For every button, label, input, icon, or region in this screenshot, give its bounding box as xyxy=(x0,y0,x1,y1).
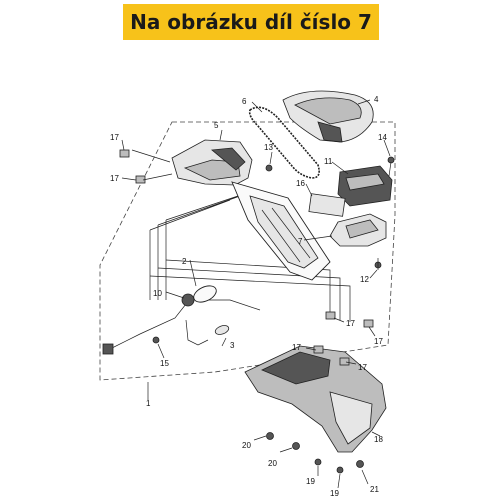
callout-17-f: 17 xyxy=(358,363,367,372)
part-7-cover xyxy=(329,213,387,247)
callout-18: 18 xyxy=(374,435,383,444)
part-15-connector xyxy=(102,343,114,355)
callout-7: 7 xyxy=(298,237,303,246)
callout-20-b: 20 xyxy=(268,459,277,468)
part-4-lens xyxy=(282,90,374,143)
callout-17-c: 17 xyxy=(346,319,355,328)
part-2-bulb xyxy=(193,285,217,303)
callout-19-b: 19 xyxy=(330,489,339,498)
callout-17-d: 17 xyxy=(374,337,383,346)
part-11-license-lamp xyxy=(337,165,393,207)
callout-3: 3 xyxy=(230,341,235,350)
part-17-clips xyxy=(119,149,374,366)
callout-4: 4 xyxy=(374,95,379,104)
assembly-outline xyxy=(99,121,396,381)
part-6-gasket xyxy=(248,106,320,179)
callout-17-b: 17 xyxy=(110,174,119,183)
license-lamp-lens xyxy=(308,193,346,217)
callout-16: 16 xyxy=(296,179,305,188)
callout-12: 12 xyxy=(360,275,369,284)
callout-11: 11 xyxy=(324,157,333,166)
wire-harness xyxy=(149,191,351,322)
leader-lines xyxy=(121,99,391,489)
callout-21: 21 xyxy=(370,485,379,494)
callout-2: 2 xyxy=(182,257,187,266)
part-16-license-bracket xyxy=(231,181,331,281)
fasteners xyxy=(152,156,395,474)
callout-17-a: 17 xyxy=(110,133,119,142)
callout-15: 15 xyxy=(160,359,169,368)
part-10-socket xyxy=(181,293,195,307)
title-banner: Na obrázku díl číslo 7 xyxy=(123,4,379,40)
callout-5: 5 xyxy=(214,121,219,130)
callout-6: 6 xyxy=(242,97,247,106)
banner-title: Na obrázku díl číslo 7 xyxy=(130,10,372,34)
callout-14: 14 xyxy=(378,133,387,142)
callout-19-a: 19 xyxy=(306,477,315,486)
callout-10: 10 xyxy=(153,289,162,298)
callout-20-a: 20 xyxy=(242,441,251,450)
turn-signal-socket-assembly xyxy=(102,285,230,355)
part-5-housing xyxy=(171,139,253,186)
part-18-mudguard xyxy=(244,345,387,453)
callout-labels: 1 2 3 4 5 6 7 10 11 12 13 14 15 16 17 17… xyxy=(110,95,387,498)
callout-17-e: 17 xyxy=(292,343,301,352)
part-3-bulb xyxy=(214,325,230,335)
callout-1: 1 xyxy=(146,399,151,408)
callout-13: 13 xyxy=(264,143,273,152)
